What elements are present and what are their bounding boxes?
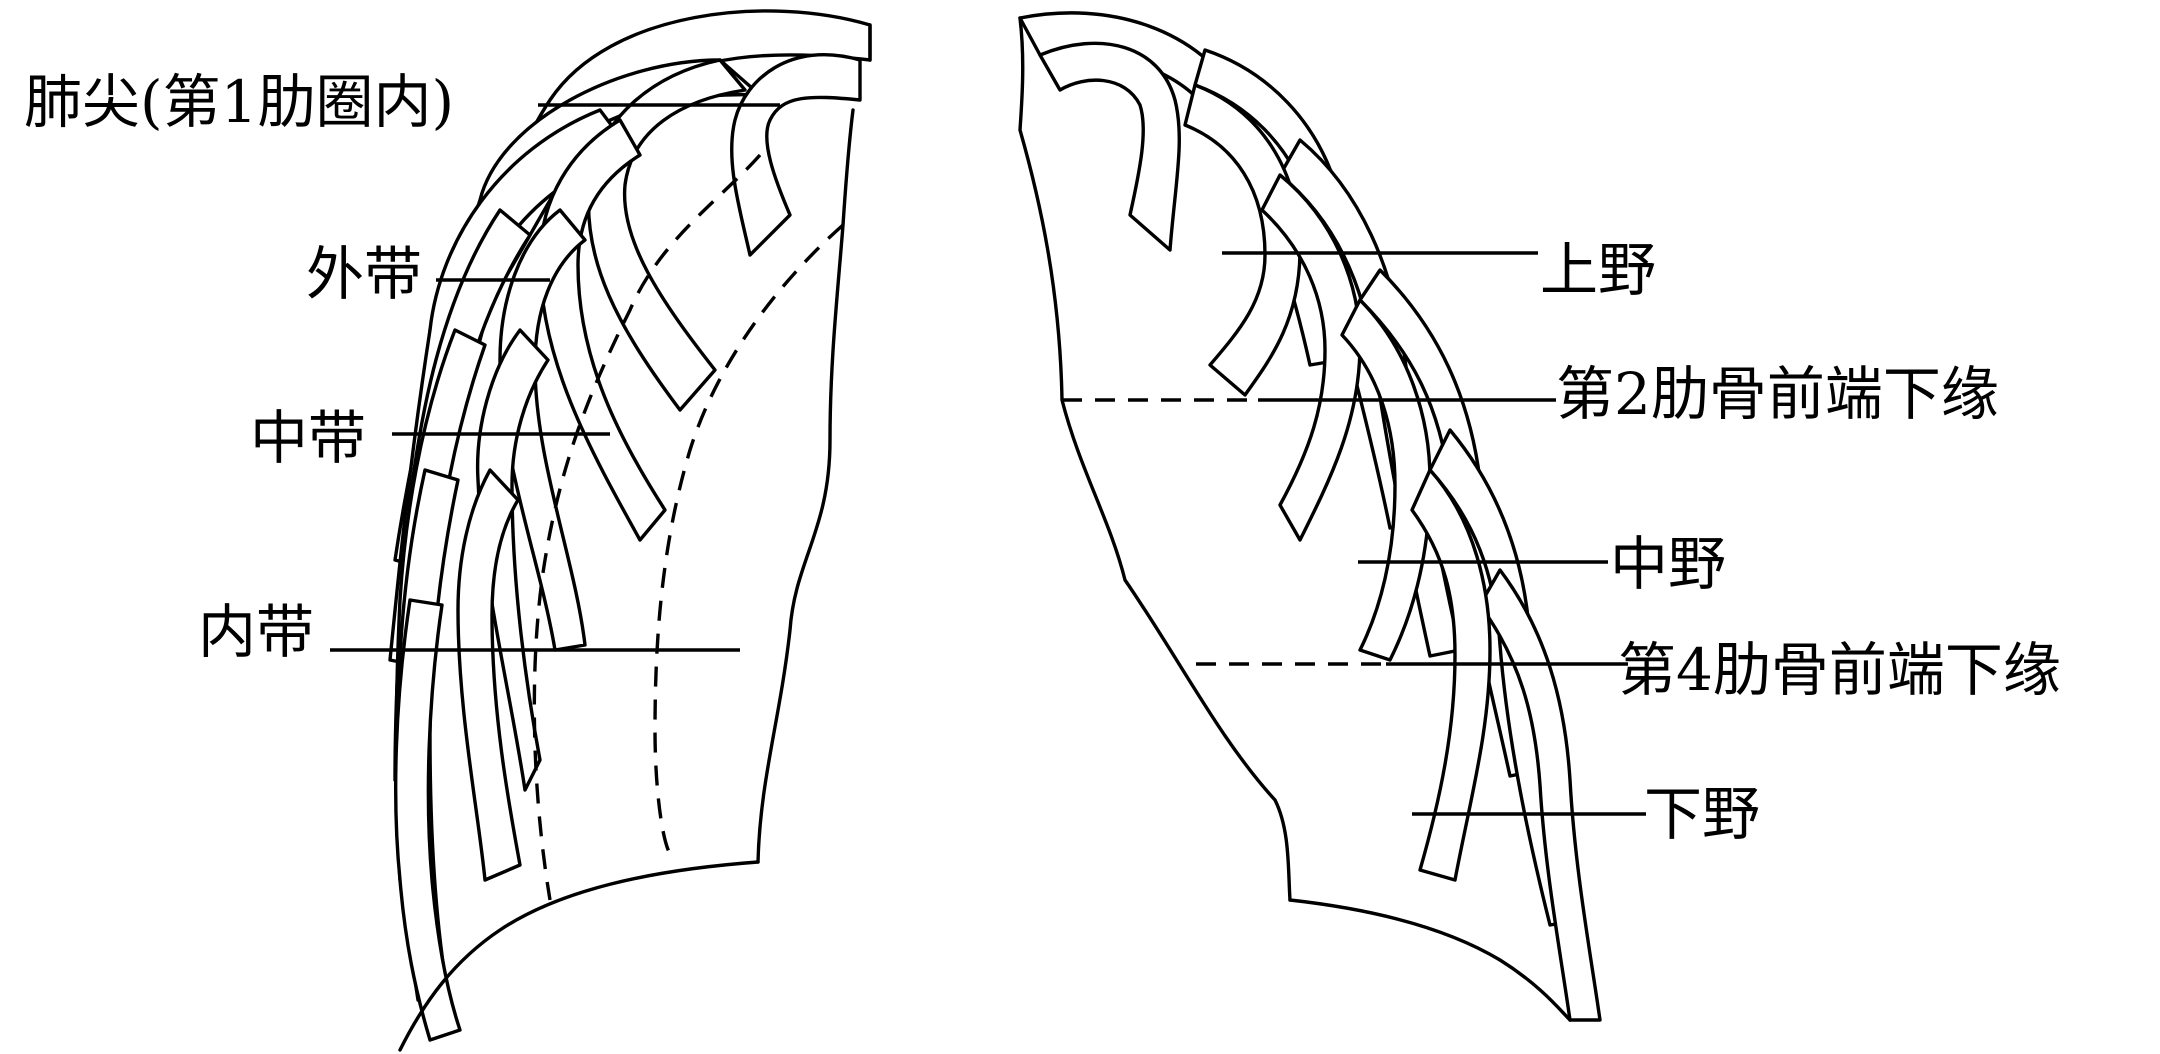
label-rib2-anterior-lower-border: 第2肋骨前端下缘 [1556, 360, 1999, 428]
labels: 肺尖(第1肋圈内) 外带 中带 内带 上野 第2肋骨前端下缘 中野 第4肋骨前端… [24, 68, 2061, 848]
right-front-rib-1 [1038, 41, 1181, 252]
label-outer-zone: 外带 [306, 240, 422, 308]
left-outer-middle-zone-boundary [532, 153, 762, 901]
right-lung-mediastinal-border [1018, 16, 1292, 902]
right-front-rib-3 [1260, 173, 1362, 542]
label-middle-zone: 中带 [250, 404, 366, 472]
label-inner-zone: 内带 [198, 598, 314, 666]
label-upper-field: 上野 [1540, 236, 1656, 304]
label-middle-field: 中野 [1610, 530, 1726, 598]
right-back-rib-6 [1478, 568, 1602, 1022]
label-rib4-anterior-lower-border: 第4肋骨前端下缘 [1618, 636, 2061, 704]
right-front-rib-5 [1410, 468, 1492, 882]
left-middle-inner-zone-boundary [653, 223, 845, 860]
left-back-rib-7 [393, 598, 462, 1042]
right-lung [1018, 11, 1602, 1022]
left-lung [388, 9, 872, 1052]
left-front-rib-5 [475, 328, 550, 792]
left-lung-mediastinal-border [756, 108, 855, 864]
leader-lines [330, 103, 1646, 816]
left-front-rib-6 [456, 468, 522, 882]
right-lung-diaphragm-border [1288, 898, 1572, 1022]
left-lung-diaphragm-border [398, 860, 760, 1052]
right-front-rib-2 [1183, 83, 1302, 397]
right-front-rib-4 [1340, 298, 1432, 662]
label-lower-field: 下野 [1644, 780, 1760, 848]
label-apex: 肺尖(第1肋圈内) [24, 68, 454, 136]
